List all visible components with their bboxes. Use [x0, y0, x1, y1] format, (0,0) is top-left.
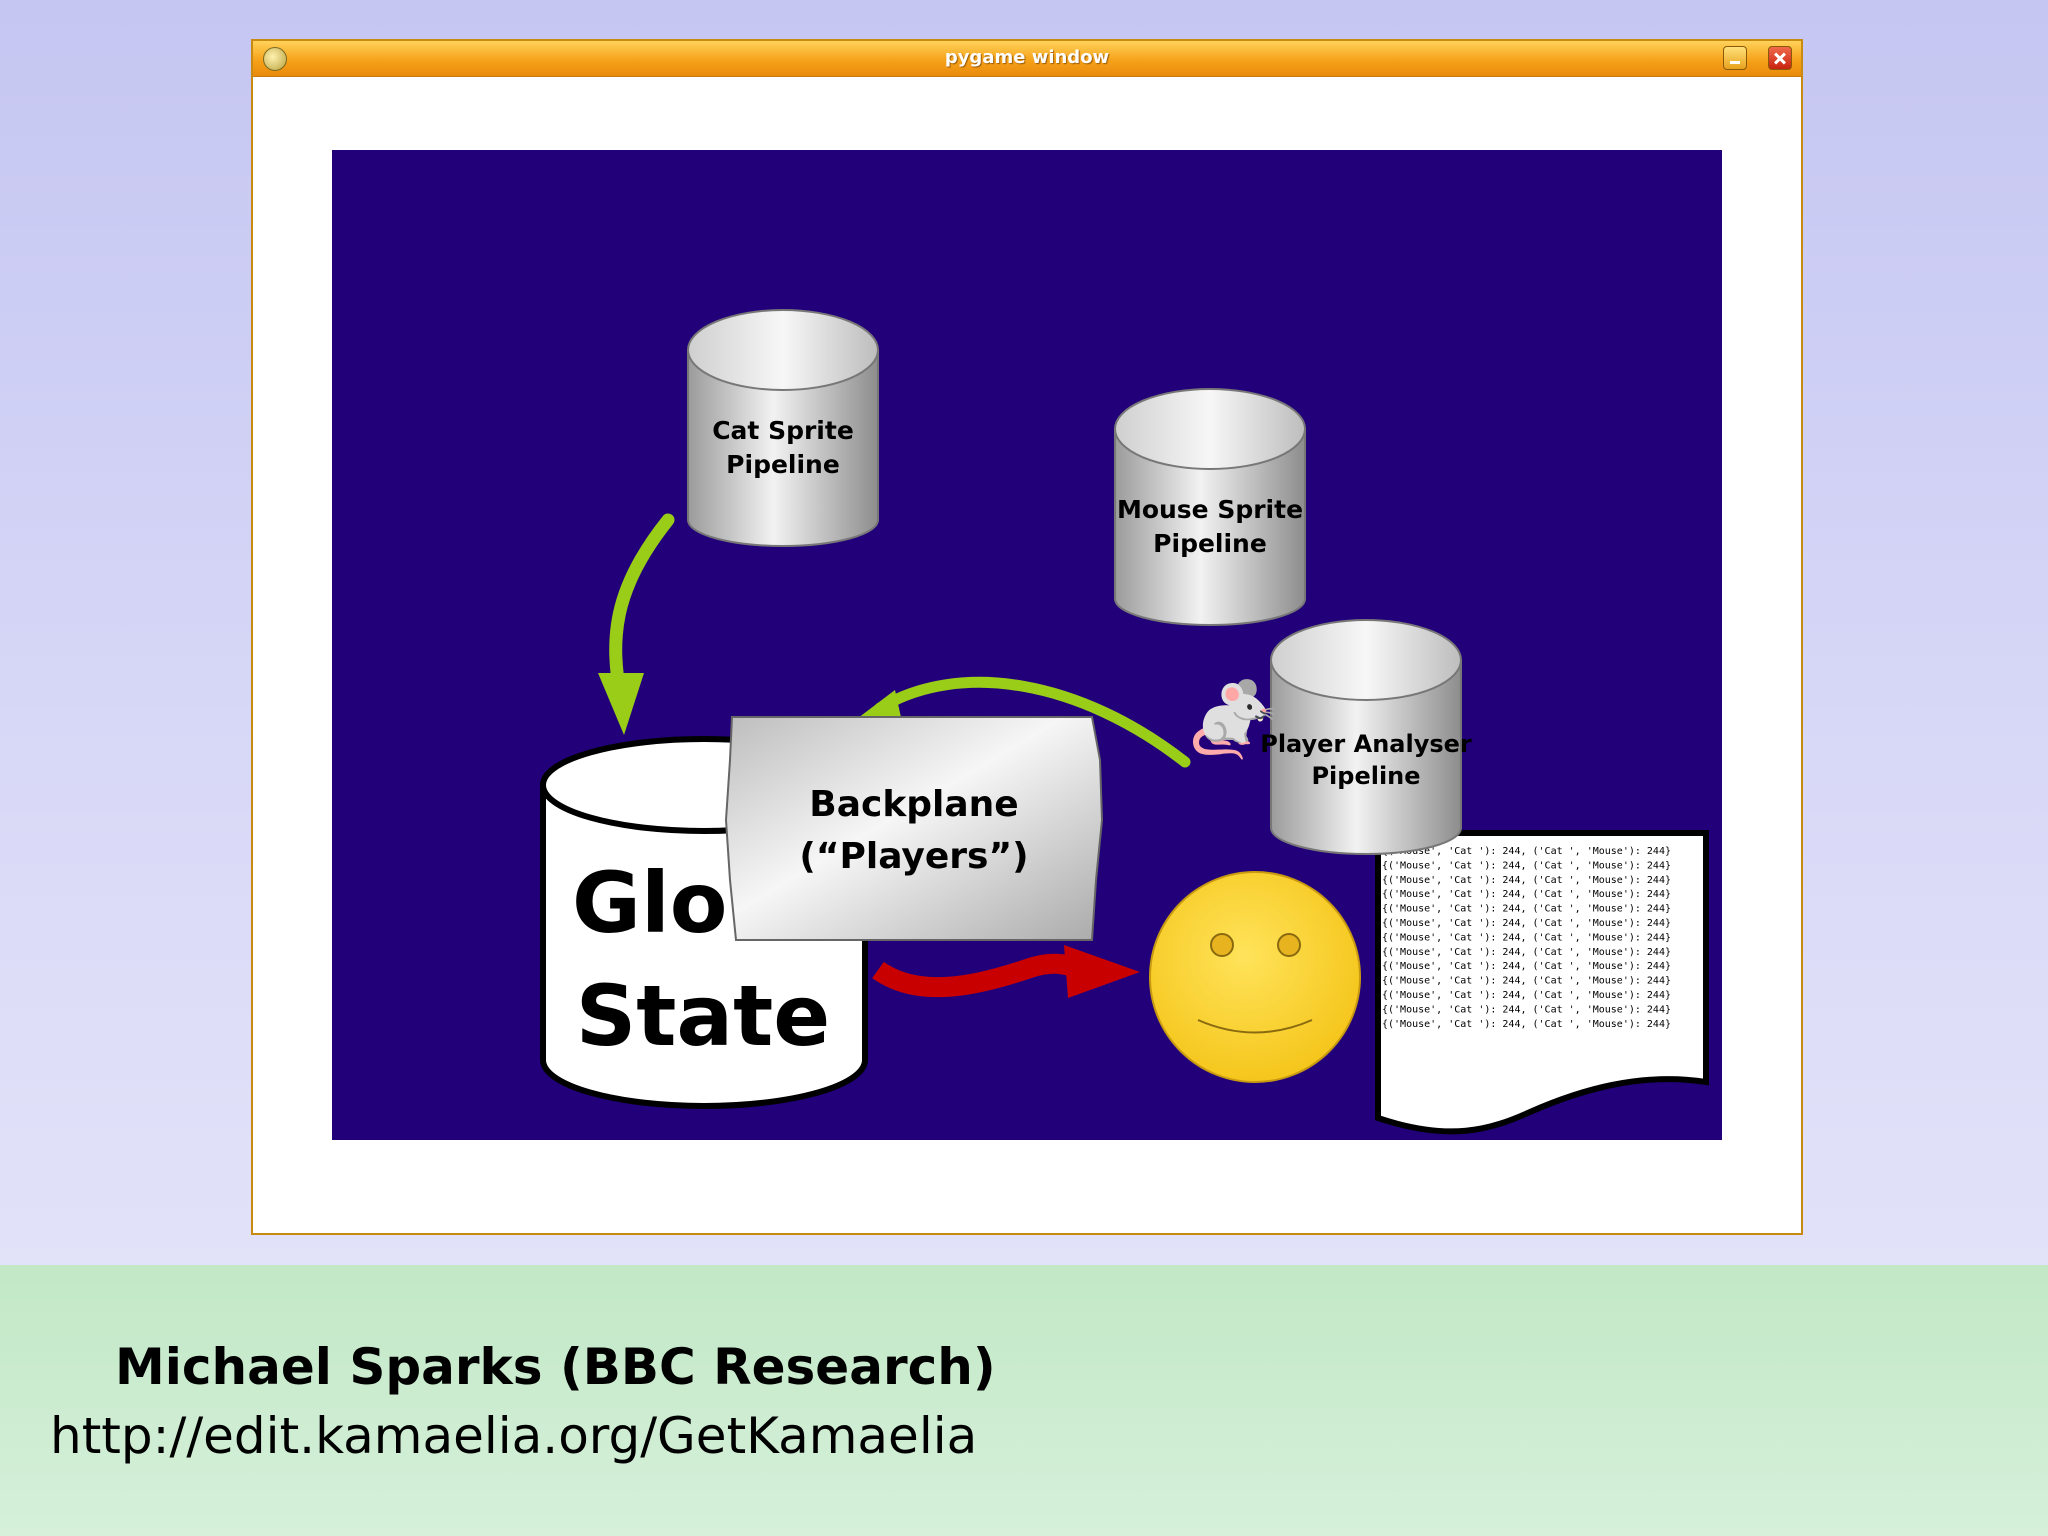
analyser-to-backplane-arrow — [858, 676, 1191, 768]
log-line: {('Mouse', 'Cat '): 244, ('Cat ', 'Mouse… — [1382, 1019, 1671, 1030]
log-document: {('Mouse', 'Cat '): 244, ('Cat ', 'Mouse… — [1375, 830, 1709, 1135]
log-line: {('Mouse', 'Cat '): 244, ('Cat ', 'Mouse… — [1382, 860, 1671, 871]
project-url: http://edit.kamaelia.org/GetKamaelia — [50, 1407, 978, 1465]
cat-sprite-pipeline-cylinder: Cat Sprite Pipeline — [687, 309, 879, 547]
pygame-app-icon[interactable] — [263, 47, 287, 71]
log-line: {('Mouse', 'Cat '): 244, ('Cat ', 'Mouse… — [1382, 875, 1671, 886]
global-state-label-2: State — [576, 967, 830, 1065]
player-analyser-pipeline-cylinder: Player Analyser Pipeline — [1260, 619, 1472, 855]
author-credit: Michael Sparks (BBC Research) — [115, 1338, 996, 1396]
log-line: {('Mouse', 'Cat '): 244, ('Cat ', 'Mouse… — [1382, 1004, 1671, 1015]
log-line: {('Mouse', 'Cat '): 244, ('Cat ', 'Mouse… — [1382, 889, 1671, 900]
log-line: {('Mouse', 'Cat '): 244, ('Cat ', 'Mouse… — [1382, 932, 1671, 943]
cat-pipeline-label-1: Cat Sprite — [712, 416, 854, 445]
analyser-pipeline-label-2: Pipeline — [1311, 762, 1420, 790]
log-line: {('Mouse', 'Cat '): 244, ('Cat ', 'Mouse… — [1382, 918, 1671, 929]
mouse-sprite-pipeline-cylinder: Mouse Sprite Pipeline — [1114, 388, 1306, 626]
cat-to-state-arrow — [598, 513, 675, 735]
log-line: {('Mouse', 'Cat '): 244, ('Cat ', 'Mouse… — [1382, 976, 1671, 987]
close-button[interactable] — [1768, 46, 1792, 70]
log-lines: {('Mouse', 'Cat '): 244, ('Cat ', 'Mouse… — [1382, 846, 1671, 1030]
mouse-pipeline-label-1: Mouse Sprite — [1117, 495, 1303, 524]
log-line: {('Mouse', 'Cat '): 244, ('Cat ', 'Mouse… — [1382, 904, 1671, 915]
backplane-label-2: (“Players”) — [799, 836, 1028, 877]
state-to-player-arrow — [872, 945, 1140, 998]
cat-pipeline-label-2: Pipeline — [726, 450, 840, 479]
analyser-pipeline-label-1: Player Analyser — [1260, 730, 1472, 758]
log-line: {('Mouse', 'Cat '): 244, ('Cat ', 'Mouse… — [1382, 961, 1671, 972]
window-titlebar[interactable]: pygame window — [253, 41, 1801, 77]
backplane-box: Backplane (“Players”) — [724, 716, 1104, 941]
backplane-label-1: Backplane — [809, 784, 1018, 825]
mouse-pipeline-label-2: Pipeline — [1153, 529, 1267, 558]
log-line: {('Mouse', 'Cat '): 244, ('Cat ', 'Mouse… — [1382, 846, 1671, 857]
minimize-button[interactable] — [1723, 46, 1747, 70]
window-title: pygame window — [944, 47, 1110, 68]
mouse-character-icon: 🐁 — [1178, 660, 1288, 763]
log-line: {('Mouse', 'Cat '): 244, ('Cat ', 'Mouse… — [1382, 947, 1671, 958]
footer-band — [0, 1265, 2048, 1536]
smiley-face-icon — [1149, 871, 1361, 1083]
log-line: {('Mouse', 'Cat '): 244, ('Cat ', 'Mouse… — [1382, 990, 1671, 1001]
